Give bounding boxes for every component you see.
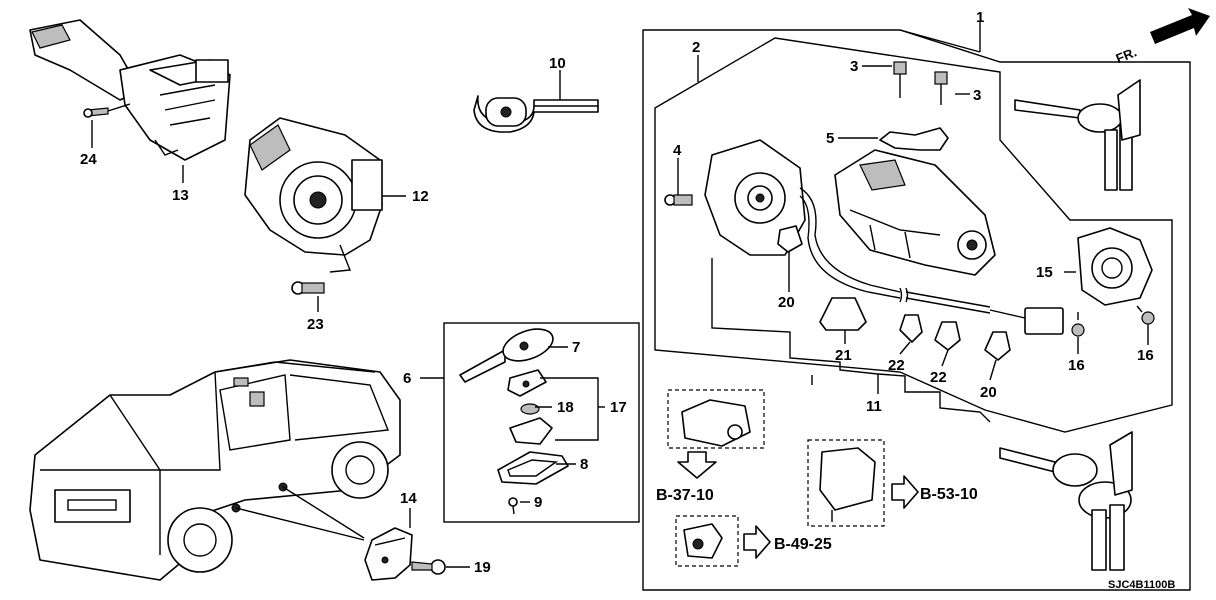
screw-9 [508,497,518,515]
clip-20b [984,331,1011,361]
callout-23: 23 [307,316,324,333]
connector [1024,307,1064,335]
callout-19: 19 [474,559,491,576]
ref-box-b53 [807,439,885,527]
ignition-switch-body [704,139,806,256]
diagram-code: SJC4B1100B [1108,579,1175,591]
callout-labels: 1 2 3 3 4 5 6 7 8 9 10 11 12 13 14 15 16… [80,9,1154,576]
callout-6: 6 [403,370,411,387]
clip-22a [899,314,923,343]
ref-label-b53: B-53-10 [920,486,978,503]
callout-2: 2 [692,39,700,56]
key-set-bottom [999,431,1133,571]
callout-12: 12 [412,188,429,205]
transmitter-parts-17 [507,369,553,445]
screw-19 [411,559,446,575]
ref-arrow-icon [743,525,771,559]
callout-24: 24 [80,151,97,168]
screw-4 [664,194,693,206]
steering-lock-housing [834,149,996,276]
callout-20a: 20 [778,294,795,311]
combination-switch-13 [29,19,231,161]
direction-mark: FR. [1114,44,1139,66]
callout-15: 15 [1036,264,1053,281]
part-14 [364,527,413,581]
callout-21: 21 [835,347,852,364]
ref-down-arrow-icon [677,451,717,479]
callout-16b: 16 [1137,347,1154,364]
callout-3b: 3 [973,87,981,104]
clip-22b [934,321,961,351]
clip-21 [819,297,867,331]
callout-22b: 22 [930,369,947,386]
screw-16b [1136,305,1155,325]
ref-box-b49 [675,515,739,567]
callout-11: 11 [866,398,882,415]
key-set-top [1014,79,1141,191]
callout-7: 7 [572,339,580,356]
callout-9: 9 [534,494,542,511]
callout-4: 4 [673,142,682,159]
wire-harness [799,187,901,293]
fr-arrow-icon [1150,8,1210,44]
blank-key-10 [473,95,599,133]
callout-3a: 3 [850,58,858,75]
cable-reel-12 [244,117,383,273]
callout-20b: 20 [980,384,997,401]
callout-14: 14 [400,490,417,507]
assembly-2-outline [654,37,1173,433]
bolt-3b [934,71,948,105]
ref-arrow-icon [891,475,919,509]
callout-16a: 16 [1068,357,1085,374]
callout-1: 1 [976,9,984,26]
screw-16a [1071,312,1085,337]
clamp-5 [879,127,949,151]
clip-20a [777,225,803,253]
screw-23 [291,281,325,295]
bolt-3a [893,61,907,98]
callout-5: 5 [826,130,834,147]
cover-8 [497,451,569,485]
part-15 [1077,227,1153,306]
key-7 [459,328,554,383]
callout-13: 13 [172,187,189,204]
ref-label-b37: B-37-10 [656,487,714,504]
screw-24 [83,103,131,118]
ref-label-b49: B-49-25 [774,536,832,553]
leader-lines [91,22,1149,568]
callout-18: 18 [557,399,574,416]
callout-10: 10 [549,55,566,72]
callout-8: 8 [580,456,588,473]
callout-17: 17 [610,399,627,416]
vehicle-outline [29,359,401,581]
callout-22a: 22 [888,357,905,374]
key-set-6-box [443,322,640,523]
